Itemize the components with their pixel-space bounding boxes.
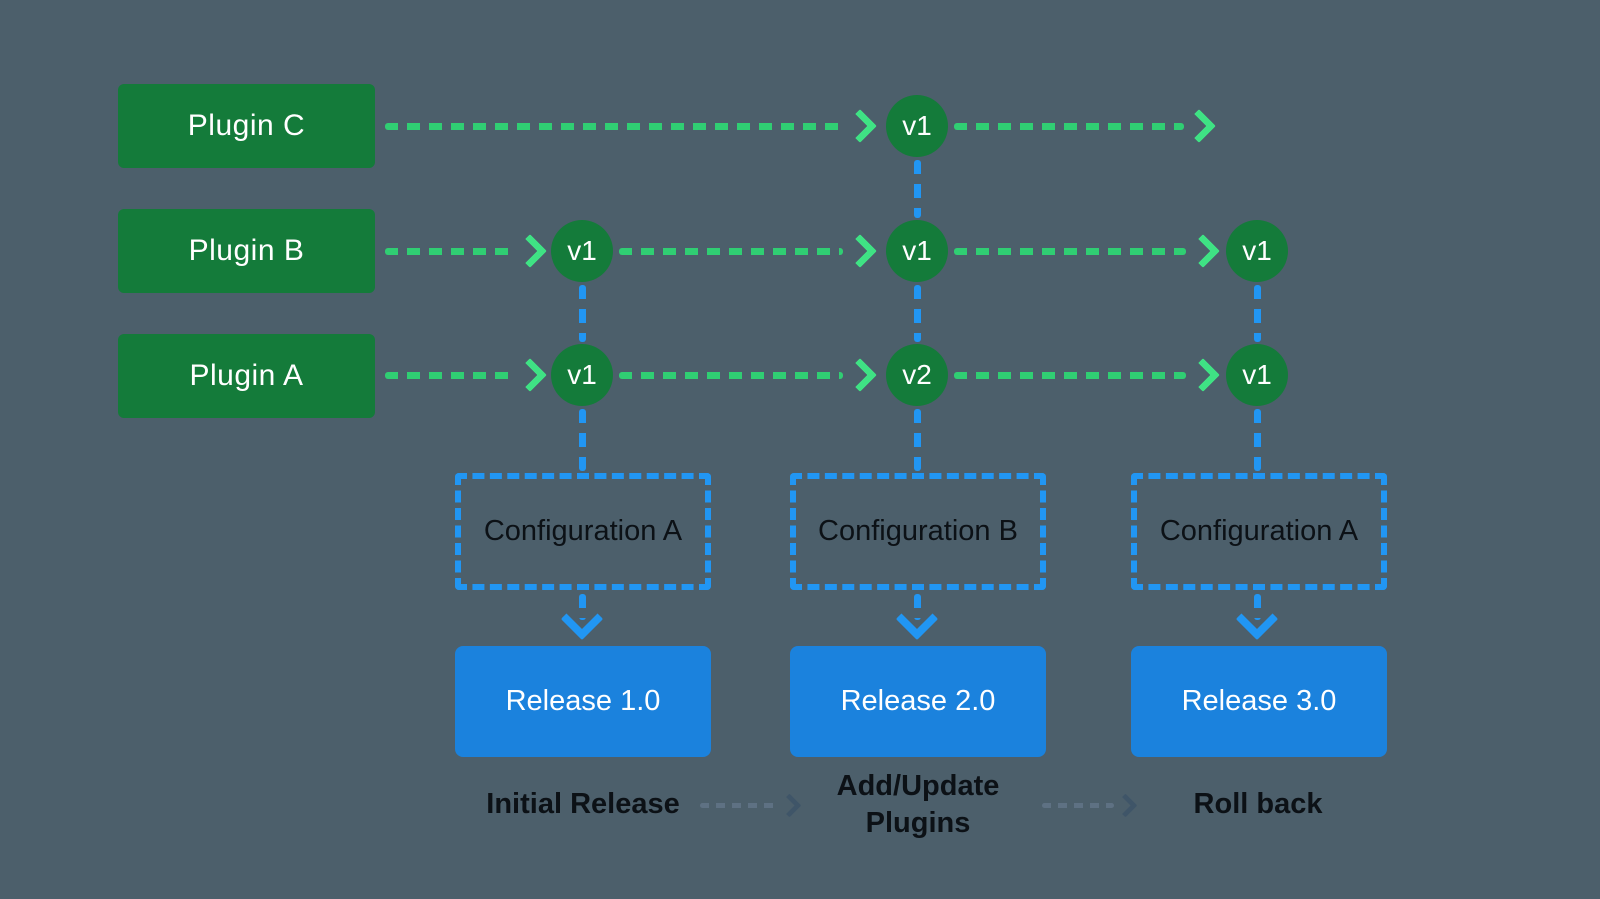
chevron-right-icon [1186, 234, 1220, 268]
version-node-label: v1 [1242, 235, 1272, 266]
chevron-right-icon [1186, 358, 1220, 392]
chevron-right-icon [1182, 109, 1216, 143]
release-label: Release 3.0 [1181, 685, 1337, 717]
plugin-c-label: Plugin C [187, 109, 306, 142]
plugin-b-timeline-segment-2 [619, 248, 843, 255]
version-node-plugin-a-col2: v2 [886, 344, 948, 406]
version-node-plugin-a-col1: v1 [551, 344, 613, 406]
connector-col2-b-to-a [914, 285, 921, 342]
version-node-label: v1 [567, 359, 597, 390]
release-box-2: Release 2.0 [790, 646, 1046, 757]
connector-col2-a-to-config [914, 409, 921, 471]
connector-config2-to-release2 [914, 594, 921, 620]
stage-label-roll-back: Roll back [1193, 788, 1323, 820]
version-node-plugin-b-col3: v1 [1226, 220, 1288, 282]
release-label: Release 1.0 [505, 685, 661, 717]
plugin-a-box: Plugin A [118, 334, 375, 418]
version-node-label: v2 [902, 359, 932, 390]
plugin-a-timeline-segment-2 [619, 372, 843, 379]
configuration-box-3: Configuration A [1131, 473, 1387, 590]
connector-col3-b-to-a [1254, 285, 1261, 342]
plugin-a-label: Plugin A [189, 359, 304, 392]
configuration-box-1: Configuration A [455, 473, 711, 590]
plugin-b-box: Plugin B [118, 209, 375, 293]
version-node-plugin-b-col2: v1 [886, 220, 948, 282]
plugin-b-timeline-segment-1 [385, 248, 513, 255]
plugin-c-timeline-segment-1 [385, 123, 843, 130]
version-node-plugin-b-col1: v1 [551, 220, 613, 282]
version-node-label: v1 [567, 235, 597, 266]
connector-col1-a-to-config [579, 409, 586, 471]
connector-col2-c-to-b [914, 160, 921, 218]
release-box-3: Release 3.0 [1131, 646, 1387, 757]
connector-config3-to-release3 [1254, 594, 1261, 620]
stage-transition-arrow-2 [1042, 803, 1114, 808]
version-node-plugin-a-col3: v1 [1226, 344, 1288, 406]
chevron-right-icon [843, 358, 877, 392]
plugin-a-timeline-segment-3 [954, 372, 1186, 379]
plugin-b-label: Plugin B [188, 234, 305, 267]
chevron-down-icon [1235, 597, 1279, 641]
plugin-c-box: Plugin C [118, 84, 375, 168]
stage-transition-arrow-1 [700, 803, 778, 808]
version-node-label: v1 [1242, 359, 1272, 390]
version-node-label: v1 [902, 110, 932, 141]
plugin-b-timeline-segment-3 [954, 248, 1186, 255]
connector-col1-b-to-a [579, 285, 586, 342]
stage-label-initial-release: Initial Release [486, 788, 680, 820]
chevron-down-icon [895, 597, 939, 641]
configuration-box-2: Configuration B [790, 473, 1046, 590]
chevron-right-icon [843, 109, 877, 143]
stage-label-add-update-plugins: Add/Update Plugins [836, 770, 1000, 839]
release-label: Release 2.0 [840, 685, 996, 717]
release-box-1: Release 1.0 [455, 646, 711, 757]
configuration-label: Configuration B [818, 515, 1018, 547]
connector-col3-a-to-config [1254, 409, 1261, 471]
plugin-a-timeline-segment-1 [385, 372, 513, 379]
chevron-down-icon [560, 597, 604, 641]
chevron-right-icon [513, 234, 547, 268]
connector-config1-to-release1 [579, 594, 586, 620]
configuration-label: Configuration A [483, 515, 683, 547]
configuration-label: Configuration A [1159, 515, 1359, 547]
version-node-plugin-c-col2: v1 [886, 95, 948, 157]
chevron-right-icon [513, 358, 547, 392]
chevron-right-icon [843, 234, 877, 268]
version-node-label: v1 [902, 235, 932, 266]
plugin-c-timeline-segment-2 [954, 123, 1184, 130]
